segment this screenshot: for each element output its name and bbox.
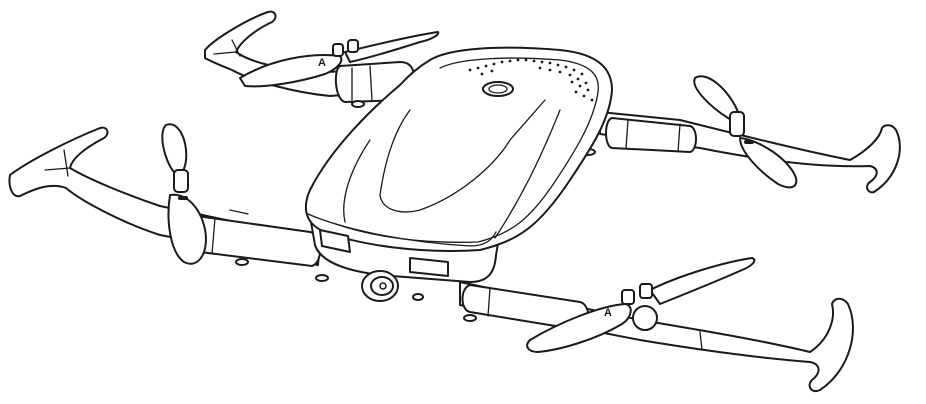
- propeller-front-left: [161, 123, 207, 265]
- propeller-front-right: A: [526, 257, 756, 353]
- front-light-left: [319, 229, 351, 253]
- vent-dots-icon: [468, 58, 594, 102]
- propeller-mark-a-rear-left: A: [318, 57, 326, 69]
- drone-body: [304, 46, 613, 302]
- power-button-icon: [482, 81, 514, 97]
- propeller-rear-right: [693, 75, 798, 189]
- arm-front-right: [459, 281, 854, 392]
- front-light-right: [409, 257, 449, 277]
- propeller-mark-b-front-left: [178, 196, 188, 200]
- propeller-mark-a-front-right: A: [604, 307, 612, 319]
- camera-lens-icon: [361, 270, 399, 302]
- propeller-mark-b-rear-right: [744, 140, 754, 144]
- propeller-rear-left: A: [239, 31, 440, 88]
